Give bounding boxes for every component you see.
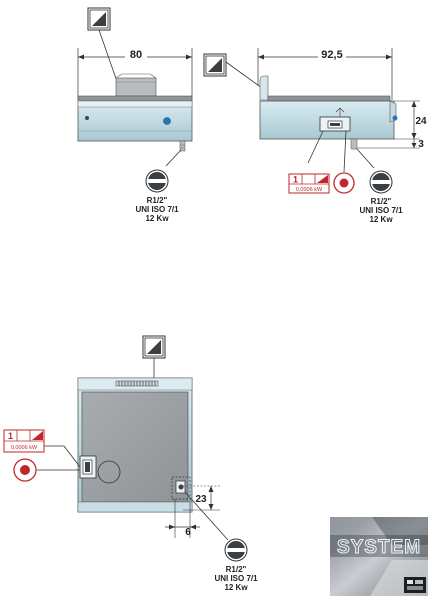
side-electric-power: 0,0006 kW bbox=[296, 187, 323, 193]
side-view: 92,5 24 3 bbox=[203, 48, 427, 224]
top-dimension-23: 23 bbox=[195, 494, 207, 505]
side-gas-label-2: UNI ISO 7/1 bbox=[359, 206, 403, 215]
front-gas-label-3: 12 Kw bbox=[145, 214, 169, 223]
side-electric-symbol-icon bbox=[333, 172, 355, 194]
side-gas-symbol-icon bbox=[369, 170, 393, 194]
top-view-heat-symbol-icon bbox=[142, 335, 166, 359]
front-view: 80 R1/2" UNI ISO 7/1 12 Kw bbox=[77, 7, 193, 223]
side-gas-label-3: 12 Kw bbox=[369, 215, 393, 224]
side-gas-label-1: R1/2" bbox=[371, 197, 392, 206]
top-electric-number: 1 bbox=[8, 431, 13, 441]
top-vent bbox=[118, 381, 156, 386]
top-electric-symbol-icon bbox=[13, 458, 37, 482]
top-heat-symbol-icon bbox=[87, 7, 111, 31]
side-small-dimension: 3 bbox=[418, 139, 424, 150]
side-electric-number: 1 bbox=[293, 175, 298, 185]
top-electric-label: 1 0,0006 kW bbox=[3, 429, 45, 453]
top-electric-power: 0,0006 kW bbox=[11, 445, 38, 451]
top-view: 1 0,0006 kW 23 6 R1/2" UNI ISO 7/1 bbox=[3, 335, 258, 592]
gas-inlet-symbol-icon bbox=[145, 169, 169, 193]
system-logo: SYSTEM bbox=[330, 517, 428, 596]
top-dimension-6: 6 bbox=[185, 527, 191, 538]
top-gas-label-1: R1/2" bbox=[226, 565, 247, 574]
side-phase-icon bbox=[317, 175, 328, 183]
front-gas-label-2: UNI ISO 7/1 bbox=[135, 205, 179, 214]
front-gas-label-1: R1/2" bbox=[147, 196, 168, 205]
top-gas-label-3: 12 Kw bbox=[224, 583, 248, 592]
logo-text: SYSTEM bbox=[337, 537, 421, 558]
top-phase-icon bbox=[32, 431, 43, 440]
side-electric-label: 1 0,0006 kW bbox=[288, 173, 330, 194]
side-width-dimension: 92,5 bbox=[321, 49, 342, 61]
side-heat-symbol-icon bbox=[203, 53, 227, 77]
top-gas-symbol-icon bbox=[224, 538, 248, 562]
front-width-dimension: 80 bbox=[130, 49, 142, 61]
side-height-dimension: 24 bbox=[415, 116, 427, 127]
top-gas-label-2: UNI ISO 7/1 bbox=[214, 574, 258, 583]
